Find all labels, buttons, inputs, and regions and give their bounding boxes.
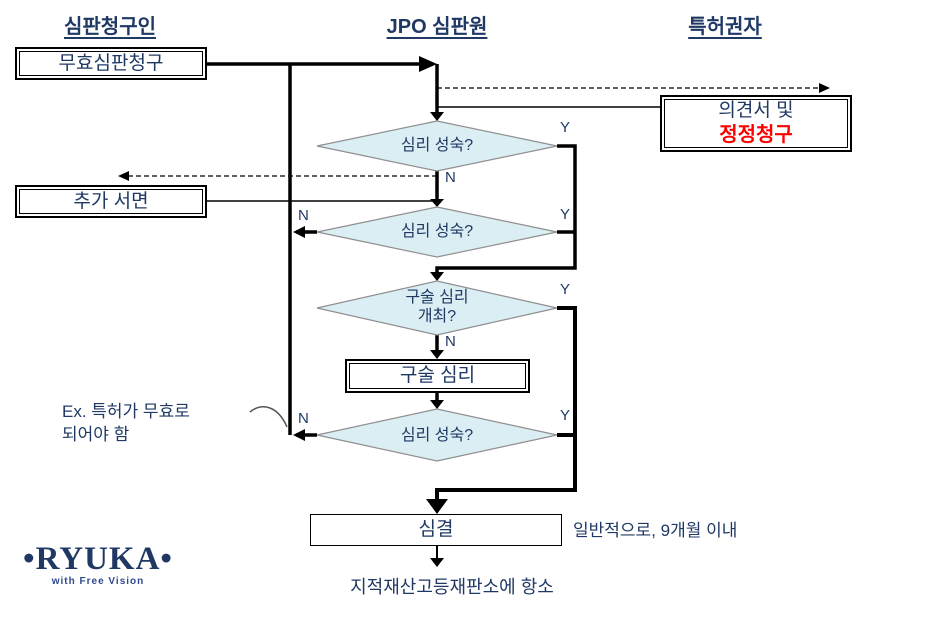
- line-d3-yes: [435, 306, 577, 499]
- arrow-down-into-diamond1: [430, 112, 444, 121]
- diamond-2-label: 심리 성숙?: [400, 223, 474, 240]
- label-d3-no: N: [445, 333, 456, 350]
- arrow-down-into-diamond3: [430, 272, 444, 281]
- box-decision: 심결: [310, 514, 562, 546]
- arrow-down-into-decision: [426, 499, 448, 514]
- arrow-right-dashed: [819, 83, 830, 93]
- box-invalidation-request: 무효심판청구: [15, 47, 207, 80]
- ryuka-logo-text: •RYUKA•: [23, 541, 173, 577]
- box-opinion-correction: 의견서 및 정정청구: [660, 95, 852, 152]
- column-header-claimant: 심판청구인: [64, 16, 156, 38]
- arrow-left-d4-no: [293, 429, 305, 441]
- box-oral-hearing: 구술 심리: [345, 359, 530, 393]
- column-header-patentee: 특허권자: [688, 16, 762, 38]
- label-d4-no: N: [298, 410, 309, 427]
- diamond-3-label: 구술 심리 개최?: [357, 288, 517, 326]
- label-d2-no: N: [298, 207, 309, 224]
- note-example-line1: Ex. 특허가 무효로: [62, 402, 190, 421]
- box-additional-document: 추가 서면: [15, 185, 207, 218]
- line-d1-yes: [435, 144, 577, 272]
- note-example: Ex. 특허가 무효로 되어야 함: [62, 401, 262, 447]
- arrow-left-d2-no: [293, 226, 305, 238]
- diamond-4-label: 심리 성숙?: [400, 427, 474, 444]
- ryuka-logo-tagline: with Free Vision: [51, 575, 145, 587]
- box-decision-label: 심결: [418, 519, 454, 541]
- label-d3-yes: Y: [560, 281, 571, 298]
- arrow-down-into-oral-box: [430, 350, 444, 359]
- ryuka-logo: •RYUKA• with Free Vision: [8, 542, 188, 587]
- box-oral-hearing-label: 구술 심리: [399, 365, 476, 387]
- arrow-left-dashed: [118, 171, 129, 181]
- label-d2-yes: Y: [560, 206, 571, 223]
- column-header-jpo: JPO 심판원: [386, 16, 488, 38]
- label-d1-no: N: [445, 169, 456, 186]
- note-decision-period: 일반적으로, 9개월 이내: [573, 521, 738, 540]
- box-invalidation-request-label: 무효심판청구: [58, 52, 164, 74]
- arrow-down-appeal: [430, 558, 444, 567]
- arrow-right-top-junction: [419, 56, 437, 72]
- diamond-3-label-line2: 개최?: [417, 308, 457, 326]
- box-opinion-line1: 의견서 및: [718, 100, 794, 122]
- box-additional-document-label: 추가 서면: [73, 190, 149, 212]
- label-d1-yes: Y: [560, 119, 571, 136]
- note-appeal: 지적재산고등재판소에 항소: [350, 577, 554, 597]
- arrow-down-into-diamond4: [430, 400, 444, 409]
- label-d4-yes: Y: [560, 407, 571, 424]
- diamond-3-label-line1: 구술 심리: [405, 289, 469, 306]
- arrow-down-into-diamond2: [430, 199, 444, 207]
- box-opinion-line2: 정정청구: [719, 123, 793, 146]
- note-example-line2: 되어야 함: [62, 424, 130, 444]
- diamond-1-label: 심리 성숙?: [400, 137, 474, 154]
